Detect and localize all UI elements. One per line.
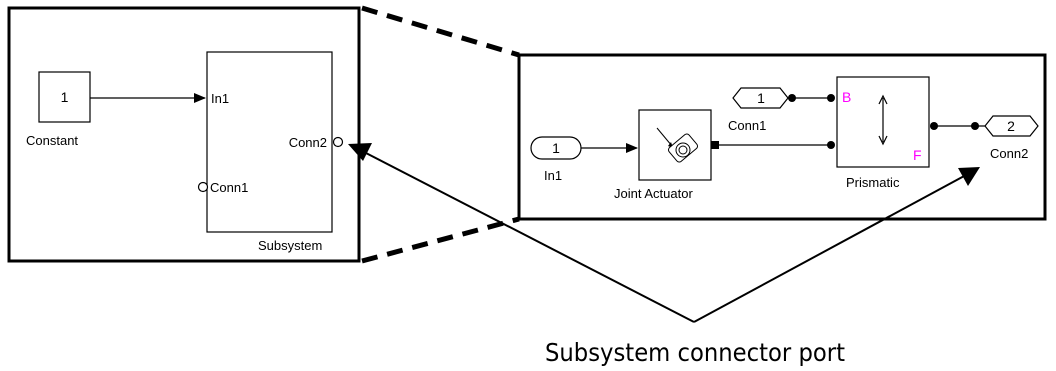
inport-number: 1 (552, 140, 560, 156)
prismatic-double-arrow-icon (878, 94, 888, 146)
conn1-connection-port[interactable]: 1 Conn1 (728, 87, 789, 133)
joint-actuator-block[interactable]: Joint Actuator (614, 109, 712, 201)
conn2-port-label: Conn2 (990, 146, 1028, 161)
prismatic-port-f: F (913, 147, 922, 163)
zoom-line-bottom (361, 216, 520, 264)
prismatic-b-lower-dot (827, 141, 835, 149)
subsystem-port-conn1: Conn1 (210, 180, 248, 195)
conn2-dot (971, 122, 979, 130)
inport-label: In1 (544, 168, 562, 183)
joint-actuator-label: Joint Actuator (614, 186, 693, 201)
subsystem-block[interactable]: In1 Conn1 Conn2 Subsystem (206, 51, 333, 253)
conn2-port-number: 2 (1007, 118, 1015, 134)
prismatic-label: Prismatic (846, 175, 900, 190)
subsystem-port-in1: In1 (211, 91, 229, 106)
prismatic-b-upper-dot (827, 94, 835, 102)
constant-value: 1 (61, 89, 69, 105)
callout-arrow-right (693, 174, 967, 323)
caption-text: Subsystem connector port (545, 338, 845, 367)
callout-arrowhead-right (958, 167, 980, 186)
actuator-connector-square (711, 141, 719, 149)
prismatic-port-b: B (842, 89, 851, 105)
right-subsystem-panel: 1 In1 Joint Actuator 1 (517, 53, 1047, 221)
prismatic-block[interactable]: B F Prismatic (836, 76, 930, 190)
conn2-connection-port[interactable]: 2 Conn2 (984, 115, 1039, 161)
callout-arrows (348, 143, 980, 323)
subsystem-label: Subsystem (258, 238, 322, 253)
callout-arrowhead-left (348, 143, 372, 161)
zoom-line-top (361, 5, 520, 58)
subsystem-port-conn2: Conn2 (289, 135, 327, 150)
callout-arrow-left (363, 151, 695, 323)
constant-block[interactable]: 1 Constant (26, 71, 91, 148)
right-panel-frame (517, 53, 1047, 221)
conn1-dot (788, 94, 796, 102)
subsystem-conn2-port-circle[interactable] (332, 136, 344, 148)
constant-label: Constant (26, 133, 78, 148)
left-model-panel: 1 Constant In1 Conn1 Conn2 Subsystem (7, 6, 361, 263)
subsystem-conn1-port-circle[interactable] (197, 181, 209, 193)
conn1-port-number: 1 (757, 90, 765, 106)
conn1-port-label: Conn1 (728, 118, 766, 133)
joint-actuator-icon (656, 127, 699, 163)
